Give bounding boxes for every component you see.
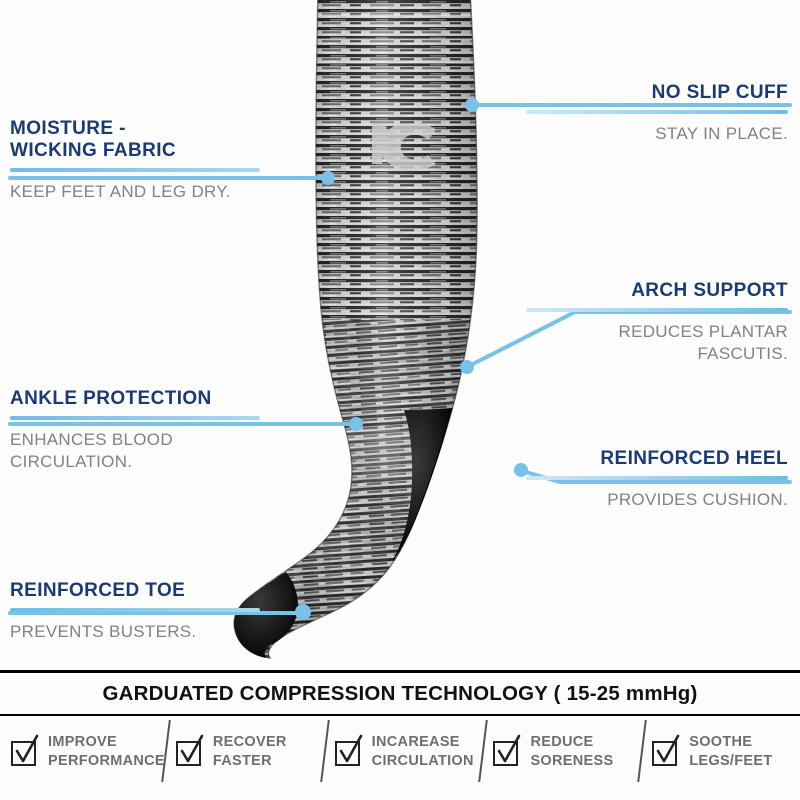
callout-divider [526,308,788,312]
compression-technology-banner: GARDUATED COMPRESSION TECHNOLOGY ( 15-25… [0,670,800,800]
callout-moisture-wicking-fabric: MOISTURE -WICKING FABRIC KEEP FEET AND L… [10,118,260,203]
checkmark-icon [175,734,204,766]
connector-arch [463,310,792,370]
callout-description: PROVIDES CUSHION. [607,490,788,509]
callout-description: STAY IN PLACE. [655,124,788,143]
callout-description: KEEP FEET AND LEG DRY. [10,182,231,201]
banner-bottom-rule [0,714,800,716]
callout-divider [10,168,260,172]
callout-reinforced-heel: REINFORCED HEEL PROVIDES CUSHION. [526,448,788,511]
checkmark-icon [334,734,363,766]
connector-heel [517,468,792,484]
callout-reinforced-toe: REINFORCED TOE PREVENTS BUSTERS. [10,580,260,643]
banner-top-rule [0,670,800,673]
checkmark-icon [652,734,680,766]
callout-title: REINFORCED TOE [10,580,186,601]
checkmark-icon [11,734,39,766]
callout-title: REINFORCED HEEL [600,448,788,469]
callout-divider [526,110,788,114]
callout-divider [10,416,260,420]
callout-divider [526,476,788,480]
callout-title: ARCH SUPPORT [631,280,788,301]
callout-title: ANKLE PROTECTION [10,388,212,409]
callout-divider [10,608,260,612]
callout-title: NO SLIP CUFF [651,82,788,103]
callout-description: PREVENTS BUSTERS. [10,622,197,641]
callout-connector-lines [8,98,792,620]
callout-title: MOISTURE -WICKING FABRIC [10,118,177,161]
callout-no-slip-cuff: NO SLIP CUFF STAY IN PLACE. [526,82,788,145]
banner-title: GARDUATED COMPRESSION TECHNOLOGY ( 15-25… [102,682,698,705]
checkmark-icon [493,734,521,766]
